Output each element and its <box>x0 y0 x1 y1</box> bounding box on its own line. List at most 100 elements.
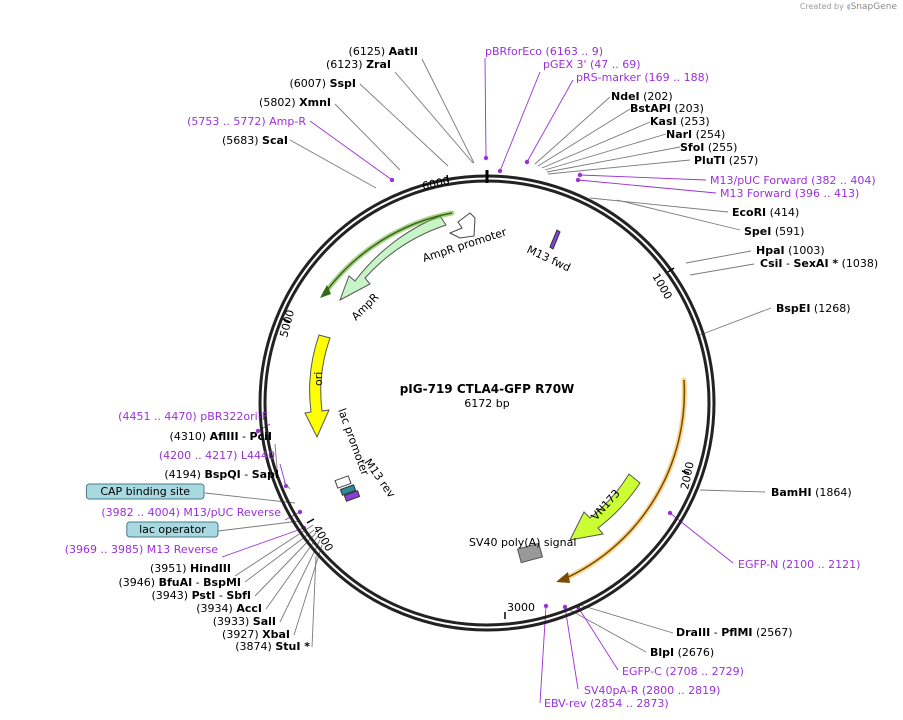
primer-site-marker <box>577 172 583 178</box>
enzyme-label-bfuai: (3946) BfuAI - BspMI <box>118 576 241 589</box>
enzyme-label-ndei: NdeI (202) <box>611 90 673 103</box>
enzyme-label-sali: (3933) SalI <box>213 615 276 628</box>
feature-vn173-arrow <box>569 473 641 541</box>
site-leader-line <box>699 307 772 336</box>
enzyme-label-aatii: (6125) AatII <box>349 45 418 58</box>
enzyme-label-bstapi: BstAPI (203) <box>630 102 704 115</box>
feature-m13-fwd-arrow <box>549 229 561 250</box>
site-leader-line <box>699 489 766 493</box>
primer-label-egfp-n: EGFP-N (2100 .. 2121) <box>738 558 860 571</box>
primer-site-marker <box>297 509 303 515</box>
site-leader-line <box>544 133 667 171</box>
enzyme-label-acci: (3934) AccI <box>196 602 262 615</box>
feature-label-ampr: AmpR <box>349 290 382 323</box>
enzyme-label-pluti: PluTI (257) <box>694 154 758 167</box>
site-leader-line <box>569 609 647 653</box>
feature-label-m13-fwd: M13 fwd <box>525 243 573 274</box>
enzyme-label-kasi: KasI (253) <box>650 115 710 128</box>
site-leader-line <box>217 520 301 532</box>
tick-label-3000: 3000 <box>507 601 535 614</box>
site-leader-line <box>244 529 315 583</box>
site-leader-line <box>359 83 449 167</box>
site-leader-line <box>204 492 296 504</box>
feature-box-label: CAP binding site <box>100 485 190 498</box>
tick-label-2000: 2000 <box>678 461 697 491</box>
site-leader-line <box>564 606 579 690</box>
primer-label-pbrforeco: pBRforEco (6163 .. 9) <box>485 45 603 58</box>
site-leader-line <box>334 103 401 171</box>
enzyme-label-nari: NarI (254) <box>666 128 725 141</box>
site-leader-line <box>577 179 717 194</box>
site-leader-line <box>685 250 752 264</box>
site-leader-line <box>279 463 287 487</box>
enzyme-label-spei: SpeI (591) <box>744 225 804 238</box>
tick-label-1000: 1000 <box>649 271 674 302</box>
feature-box-lac-operator <box>126 521 219 538</box>
feature-label-ori: ori <box>312 372 325 386</box>
primer-site-marker <box>497 168 503 174</box>
plasmid-name: pIG-719 CTLA4-GFP R70W <box>400 382 575 396</box>
site-leader-line <box>616 199 741 231</box>
site-leader-line <box>221 527 305 558</box>
site-leader-line <box>546 146 681 173</box>
primer-label-m13-forward: M13 Forward (396 .. 413) <box>720 187 859 200</box>
primer-label-sv40pa-r: SV40pA-R (2800 .. 2819) <box>584 684 720 697</box>
tick-label-5000: 5000 <box>277 308 297 338</box>
enzyme-label-ecori: EcoRI (414) <box>732 206 799 219</box>
feature-box-label: lac operator <box>139 523 206 536</box>
feature-lac-operator-box <box>339 484 357 496</box>
enzyme-label-stui-: (3874) StuI * <box>235 640 310 653</box>
site-leader-line <box>293 544 323 636</box>
site-leader-line <box>534 96 611 165</box>
site-leader-line <box>577 606 619 671</box>
site-leader-line <box>499 71 541 172</box>
site-leader-line <box>283 481 291 490</box>
site-leader-line <box>669 512 734 564</box>
enzyme-label-afliii: (4310) AflIII - PciI <box>170 430 272 443</box>
site-leader-line <box>309 120 393 181</box>
ampr-orf-line <box>324 212 453 294</box>
snapgene-logo-icon: ◖ <box>846 2 851 11</box>
site-leader-line <box>547 159 691 175</box>
tick-mark-5000 <box>282 318 291 323</box>
site-leader-line <box>589 197 729 213</box>
feature-box-cap-binding-site <box>85 483 205 500</box>
enzyme-label-sfoi: SfoI (255) <box>680 141 737 154</box>
tick-mark-2000 <box>681 470 690 474</box>
site-labels: (6125) AatII(6123) ZraI(6007) SspI(5802)… <box>65 45 878 710</box>
primer-label-prs-marker: pRS-marker (169 .. 188) <box>576 71 709 84</box>
site-leader-line <box>421 58 475 164</box>
enzyme-label-scai: (5683) ScaI <box>222 134 288 147</box>
credit-brand: SnapGene <box>850 2 897 12</box>
site-leader-line <box>537 108 631 167</box>
primer-site-marker <box>575 177 581 183</box>
enzyme-label-bamhi: BamHI (1864) <box>771 486 852 499</box>
site-leader-line <box>254 532 317 597</box>
site-leader-line <box>541 121 651 169</box>
primer-label-m13-reverse: (3969 .. 3985) M13 Reverse <box>65 543 218 556</box>
primer-site-marker <box>562 604 568 610</box>
site-leader-line <box>257 423 271 432</box>
site-leader-line <box>579 604 674 634</box>
primer-label-ebv-rev: EBV-rev (2854 .. 2873) <box>544 697 669 710</box>
site-leader-line <box>484 57 487 159</box>
tick-mark-6000 <box>446 174 449 183</box>
site-leader-line <box>289 139 377 189</box>
feature-lac-promoter-box <box>334 475 352 489</box>
primer-site-marker <box>524 159 530 165</box>
enzyme-label-blpi: BlpI (2676) <box>650 646 714 659</box>
enzyme-label-sspi: (6007) SspI <box>289 77 356 90</box>
snapgene-credit: Created by ◖SnapGene <box>800 2 897 12</box>
primer-label-amp-r: (5753 .. 5772) Amp-R <box>187 115 306 128</box>
feature-label-m13-rev: M13 rev <box>362 456 398 500</box>
primer-label-l4440: (4200 .. 4217) L4440 <box>159 449 275 462</box>
feature-m13-rev-arrow <box>343 490 361 502</box>
site-leader-line <box>526 79 574 163</box>
feature-arrows <box>304 210 687 583</box>
primer-site-marker <box>483 155 489 161</box>
enzyme-label-hpai: HpaI (1003) <box>756 244 825 257</box>
feature-ori-arrow <box>304 334 331 439</box>
feature-ampr-promoter-arrow <box>448 212 476 239</box>
plasmid-backbone <box>258 170 716 632</box>
